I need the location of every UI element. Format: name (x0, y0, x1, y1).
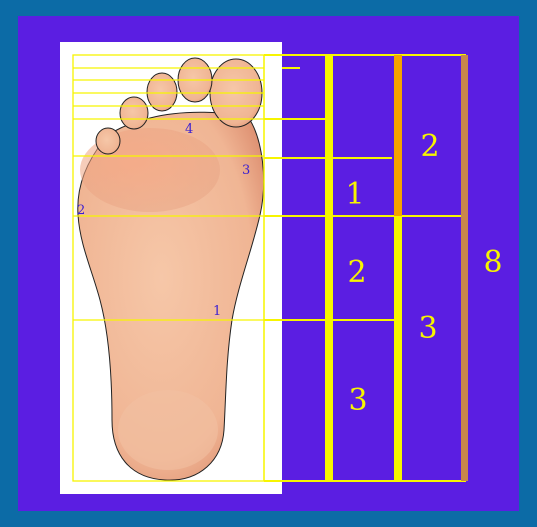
point-label-1: 1 (213, 304, 221, 319)
ruler-bar-2-upper (394, 55, 402, 216)
segment-a-label-1: 1 (345, 177, 364, 212)
point-label-4: 4 (185, 122, 193, 137)
third-toe (147, 73, 177, 111)
segment-b-label-3: 3 (418, 311, 437, 346)
ruler-bar-1 (325, 55, 333, 481)
point-label-3: 3 (242, 163, 250, 178)
segment-b-label-2: 2 (420, 129, 439, 164)
little-toe (96, 128, 120, 154)
ruler-bar-total (461, 55, 468, 481)
segment-a-label-3: 3 (348, 383, 367, 418)
segment-a-label-2: 2 (347, 255, 366, 290)
total-label-8: 8 (483, 245, 502, 280)
ruler-bar-2-lower (394, 216, 402, 481)
point-label-2: 2 (77, 203, 85, 218)
fourth-toe (120, 97, 148, 129)
